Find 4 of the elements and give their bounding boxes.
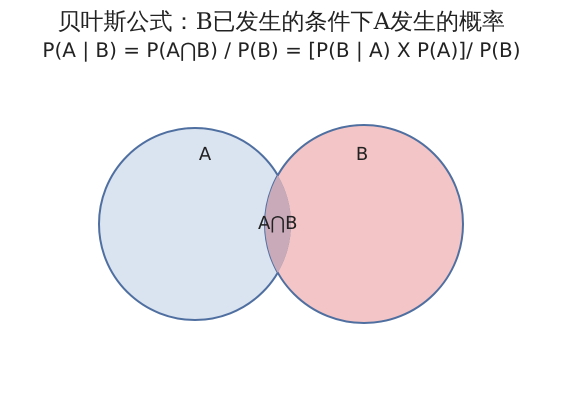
set-label: A — [198, 144, 212, 165]
title: 贝叶斯公式：B已发生的条件下A发生的概率 — [56, 8, 506, 37]
formula: P(A | B) = P(A⋂B) / P(B) = [P(B | A) X P(A)]/ P(B) — [41, 38, 522, 62]
set-label: B — [356, 144, 368, 165]
